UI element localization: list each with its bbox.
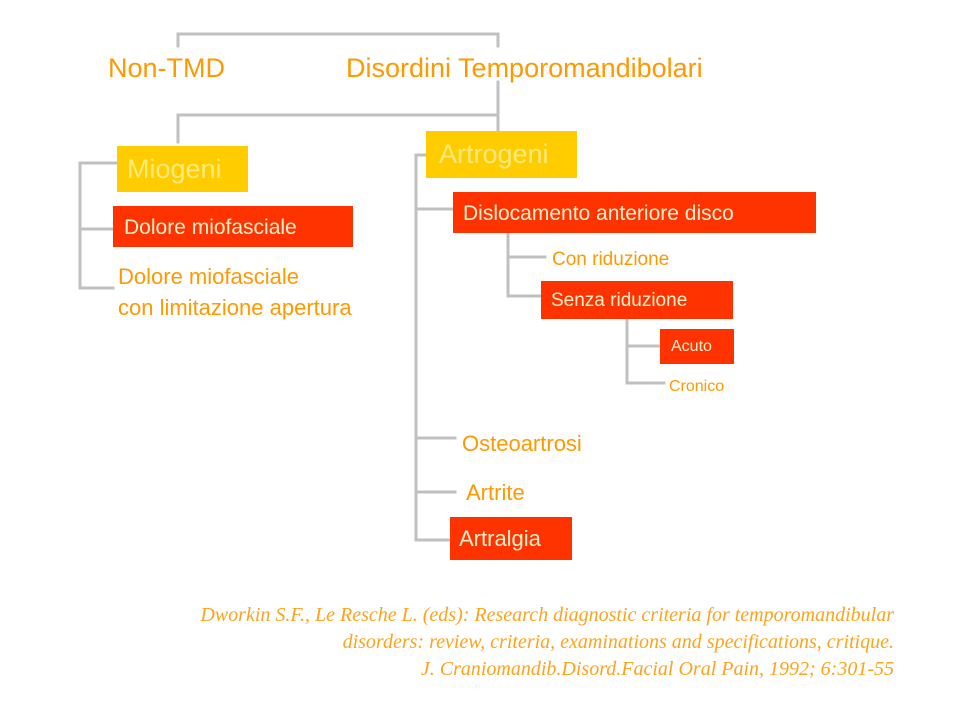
node-acuto: Acuto [660, 329, 734, 364]
node-disordini-temporomandibolari: Disordini Temporomandibolari [346, 53, 703, 83]
node-dolore-limitazione-apertura: Dolore miofasciale con limitazione apert… [118, 261, 352, 323]
node-dolore-limitazione-line1: Dolore miofasciale [118, 264, 299, 289]
node-dislocamento-anteriore-disco: Dislocamento anteriore disco [453, 192, 816, 233]
node-non-tmd: Non-TMD [108, 53, 226, 83]
node-osteoartrosi: Osteoartrosi [462, 431, 582, 456]
reference-line-3: J. Craniomandib.Disord.Facial Oral Pain,… [420, 658, 894, 680]
node-miogeni: Miogeni [117, 146, 248, 192]
reference-line-2: disorders: review, criteria, examination… [342, 631, 894, 653]
node-artrogeni: Artrogeni [426, 131, 577, 178]
node-con-riduzione: Con riduzione [552, 249, 670, 270]
node-dolore-miofasciale: Dolore miofasciale [113, 206, 353, 247]
node-senza-riduzione: Senza riduzione [541, 281, 733, 319]
node-cronico: Cronico [669, 378, 725, 395]
node-artralgia: Artralgia [450, 517, 572, 560]
node-dolore-limitazione-line2: con limitazione apertura [118, 295, 352, 320]
node-artrite: Artrite [466, 480, 525, 505]
reference-line-1: Dworkin S.F., Le Resche L. (eds): Resear… [200, 604, 894, 626]
reference-citation: Dworkin S.F., Le Resche L. (eds): Resear… [34, 602, 894, 683]
